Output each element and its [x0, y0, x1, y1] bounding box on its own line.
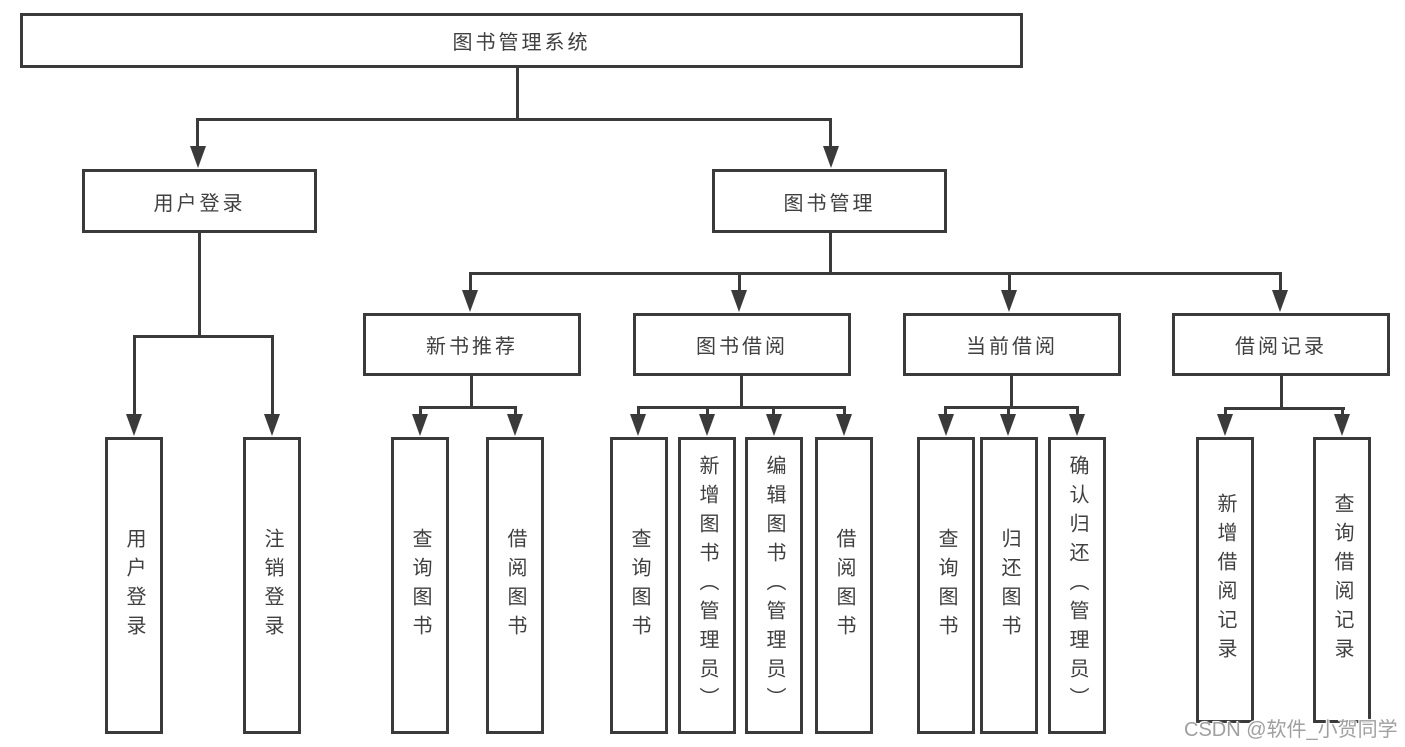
down-arrow [823, 146, 839, 168]
connector-drop [738, 272, 741, 292]
connector-drop [514, 406, 517, 418]
down-arrow [766, 414, 782, 436]
connector-drop [419, 406, 422, 418]
connector-book-mgmt-drop [829, 118, 832, 148]
down-arrow [699, 414, 715, 436]
down-arrow [1001, 290, 1017, 312]
leaf-user-login: 用户登录 [105, 437, 163, 734]
connector-rail [944, 406, 1079, 409]
node-library-management-system: 图书管理系统 [20, 13, 1023, 68]
connector-stem [740, 376, 743, 409]
connector-drop [944, 406, 947, 418]
connector-drop [1279, 272, 1282, 292]
node-new-book-recommend: 新书推荐 [363, 313, 581, 376]
connector-user-login-stem [198, 233, 201, 338]
connector-drop [133, 335, 136, 416]
connector-drop [1007, 406, 1010, 418]
down-arrow [1272, 290, 1288, 312]
down-arrow [1334, 414, 1350, 436]
connector-drop [1341, 407, 1344, 418]
down-arrow [731, 290, 747, 312]
connector-stem [470, 376, 473, 409]
down-arrow [938, 414, 954, 436]
down-arrow [264, 414, 280, 436]
down-arrow [190, 146, 206, 168]
connector-drop [1076, 406, 1079, 418]
connector-user-login-drop [196, 118, 199, 148]
leaf-borrow-books-borrowing: 借阅图书 [815, 437, 873, 734]
leaf-add-borrow-record: 新增借阅记录 [1196, 437, 1254, 723]
leaf-query-borrow-record: 查询借阅记录 [1313, 437, 1371, 723]
leaf-add-book-admin: 新增图书（管理员） [678, 437, 736, 734]
down-arrow [126, 414, 142, 436]
connector-drop [1008, 272, 1011, 292]
connector-level3-rail [469, 272, 1282, 275]
down-arrow [1069, 414, 1085, 436]
connector-drop [706, 406, 709, 418]
connector-drop [469, 272, 472, 292]
connector-user-login-rail [133, 335, 274, 338]
down-arrow [507, 414, 523, 436]
connector-drop [1224, 407, 1227, 418]
leaf-logout: 注销登录 [243, 437, 301, 734]
leaf-query-books-current: 查询图书 [917, 437, 975, 734]
connector-book-mgmt-stem [829, 233, 832, 275]
connector-drop [772, 406, 775, 418]
node-book-management-branch: 图书管理 [712, 169, 947, 233]
leaf-query-books-borrowing: 查询图书 [610, 437, 668, 734]
connector-rail [1224, 407, 1345, 410]
leaf-return-book: 归还图书 [980, 437, 1038, 734]
leaf-edit-book-admin: 编辑图书（管理员） [745, 437, 803, 734]
leaf-confirm-return-admin: 确认归还（管理员） [1048, 437, 1106, 734]
node-current-borrowing: 当前借阅 [903, 313, 1121, 376]
connector-stem [1280, 376, 1283, 410]
connector-rail [637, 406, 846, 409]
connector-stem [1010, 376, 1013, 409]
connector-drop [843, 406, 846, 418]
down-arrow [462, 290, 478, 312]
connector-drop [637, 406, 640, 418]
down-arrow [630, 414, 646, 436]
connector-rail [419, 406, 517, 409]
node-book-borrowing: 图书借阅 [633, 313, 851, 376]
connector-root-stem [516, 68, 519, 121]
down-arrow [836, 414, 852, 436]
node-borrowing-records: 借阅记录 [1172, 313, 1390, 376]
down-arrow [1000, 414, 1016, 436]
leaf-borrow-books-recommend: 借阅图书 [486, 437, 544, 734]
connector-drop [271, 335, 274, 416]
leaf-query-books-recommend: 查询图书 [391, 437, 449, 734]
connector-level2-rail [196, 118, 832, 121]
node-user-login-branch: 用户登录 [82, 169, 317, 233]
down-arrow [412, 414, 428, 436]
csdn-watermark: CSDN @软件_小贺同学 [1184, 719, 1398, 741]
down-arrow [1217, 414, 1233, 436]
